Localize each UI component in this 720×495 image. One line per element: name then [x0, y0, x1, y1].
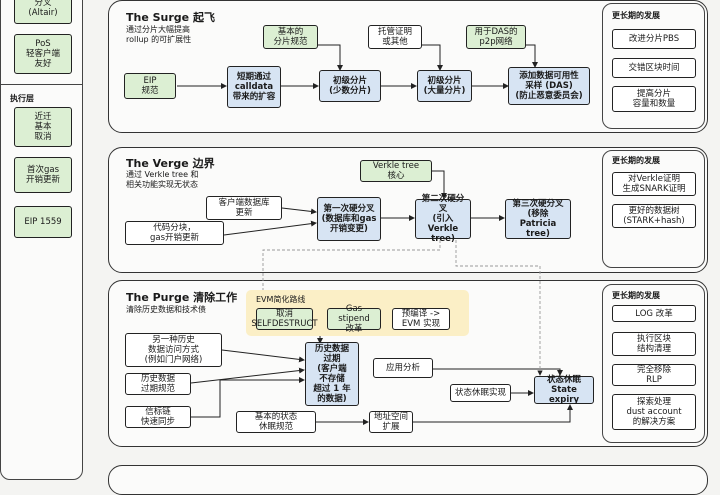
left-column	[0, 0, 83, 480]
surge-longer-item-2: 交错区块时间	[612, 58, 696, 78]
surge-custody-proof: 托管证明 或其他	[368, 25, 422, 49]
purge-longer-item-1: LOG 改革	[612, 305, 696, 322]
connectors	[177, 44, 573, 425]
surge-longer-title: 更长期的发展	[612, 11, 660, 20]
verge-client-db: 客户端数据库 更新	[206, 196, 282, 220]
purge-history-expiry-spec: 历史数据 过期规范	[125, 373, 191, 395]
purge-gas-stipend: Gas stipend 改革	[327, 304, 381, 334]
verge-description: 通过 Verkle tree 和 相关功能实现无状态	[126, 170, 199, 189]
exec-item-1: 近迁 基本 取消	[14, 107, 72, 147]
verge-longer-title: 更长期的发展	[612, 156, 660, 165]
purge-history-expiry: 历史数据 过期 (客户端 不存储 超过 1 年 的数据)	[305, 342, 359, 406]
verge-tree-core: Verkle tree 核心	[360, 160, 432, 182]
verge-title: The Verge 边界	[126, 157, 215, 170]
verge-code-chunking: 代码分块， gas开销更新	[125, 221, 224, 245]
purge-alt-history-access: 另一种历史 数据访问方式 (例如门户网络)	[125, 333, 222, 367]
purge-title: The Purge 清除工作	[126, 291, 238, 304]
purge-state-expiry-impl: 状态休眠实现	[450, 384, 511, 402]
verge-hardfork-3: 第三次硬分叉 (移除 Patricia tree)	[505, 199, 571, 239]
column-divider	[0, 84, 83, 85]
surge-first-sharding: 初级分片 (少数分片)	[319, 70, 381, 102]
evm-simplification-title: EVM简化路线	[256, 295, 306, 304]
exec-item-3: EIP 1559	[14, 206, 72, 238]
surge-description: 通过分片大幅提高 rollup 的可扩展性	[126, 25, 192, 44]
pos-light-client-box: PoS 轻客户端 友好	[14, 34, 72, 74]
surge-longer-item-3: 提高分片 容量和数量	[612, 86, 696, 112]
purge-description: 清除历史数据和技术债	[126, 305, 206, 314]
verge-longer-item-2: 更好的数据树 (STARK+hash)	[612, 204, 696, 228]
purge-precompile-evm: 预编译 -> EVM 实现	[392, 308, 450, 330]
surge-das: 添加数据可用性 采样 (DAS) (防止恶意委员会)	[508, 67, 590, 105]
verge-longer-item-1: 对Verkle证明 生成SNARK证明	[612, 172, 696, 196]
verge-hardfork-2: 第二次硬分叉 (引入 Verkle tree)	[415, 194, 471, 244]
purge-longer-title: 更长期的发展	[612, 291, 660, 300]
purge-app-analysis: 应用分析	[373, 358, 433, 378]
exec-item-2: 首次gas 开销更新	[14, 157, 72, 193]
purge-longer-item-2: 执行区块 结构清理	[612, 332, 696, 356]
purge-address-space-extension: 地址空间 扩展	[369, 411, 413, 433]
surge-title: The Surge 起飞	[126, 11, 215, 24]
purge-state-expiry: 状态休眠 State expiry	[534, 375, 594, 405]
purge-longer-item-3: 完全移除 RLP	[612, 364, 696, 386]
surge-das-p2p: 用于DAS的 p2p网络	[466, 25, 526, 49]
surge-basic-shard-spec: 基本的 分片规范	[263, 25, 318, 49]
altair-box: 分叉 (Altair)	[14, 0, 72, 24]
execution-layer-title: 执行层	[10, 94, 34, 103]
surge-longer-item-1: 改进分片PBS	[612, 29, 696, 49]
purge-state-expiry-spec: 基本的状态 休眠规范	[236, 411, 316, 433]
surge-calldata: 短期通过 calldata 带来的扩容	[227, 66, 281, 108]
purge-beacon-fast-sync: 信标链 快速同步	[125, 406, 191, 428]
purge-longer-item-4: 探索处理 dust account 的解决方案	[612, 394, 696, 430]
verge-hardfork-1: 第一次硬分叉 (数据库和gas 开销变更)	[317, 197, 381, 241]
surge-second-sharding: 初级分片 (大量分片)	[417, 70, 472, 102]
purge-remove-selfdestruct: 取消 SELFDESTRUCT	[251, 308, 318, 330]
surge-eip-spec: EIP 规范	[124, 73, 176, 99]
